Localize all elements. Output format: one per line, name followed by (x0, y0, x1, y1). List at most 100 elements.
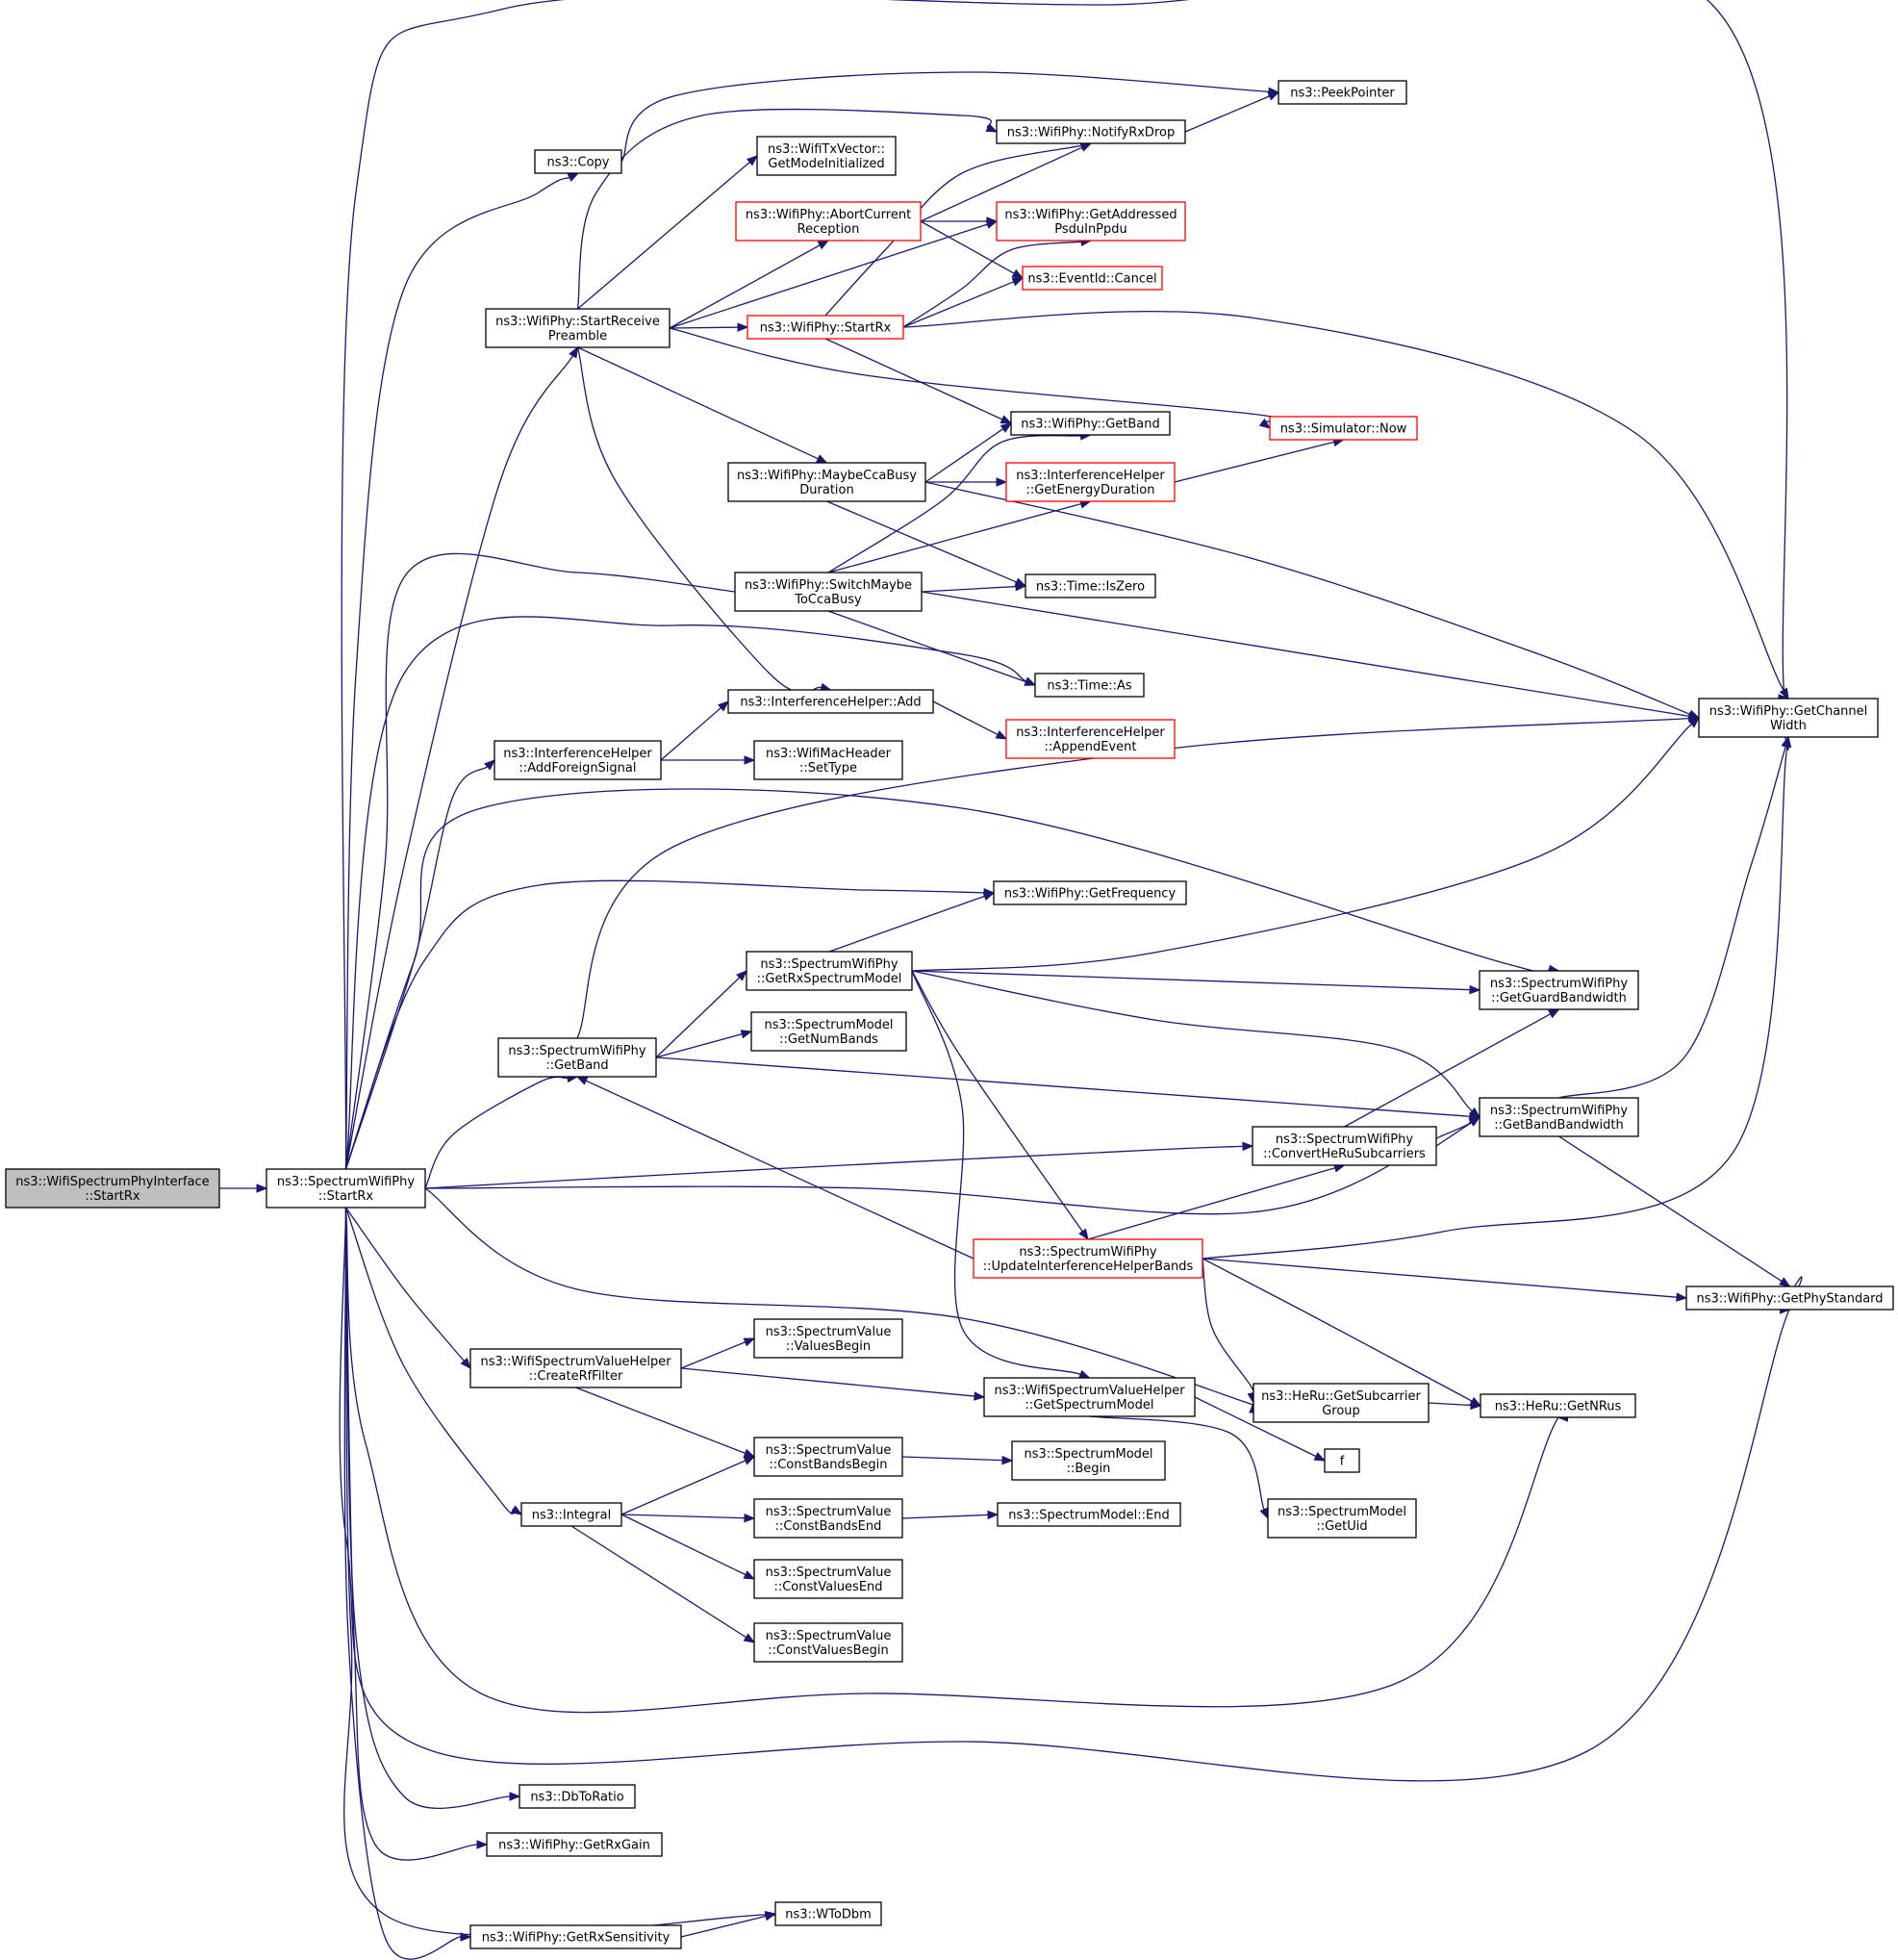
node-addforeign[interactable]: ns3::InterferenceHelper::AddForeignSigna… (493, 740, 662, 780)
node-peek[interactable]: ns3::PeekPointer (1278, 80, 1407, 105)
node-getfreq[interactable]: ns3::WifiPhy::GetFrequency (993, 880, 1187, 905)
node-energy[interactable]: ns3::InterferenceHelper::GetEnergyDurati… (1005, 462, 1176, 502)
node-phystd[interactable]: ns3::WifiPhy::GetPhyStandard (1685, 1285, 1894, 1311)
node-dbtoratio[interactable]: ns3::DbToRatio (519, 1784, 636, 1809)
node-getuid[interactable]: ns3::SpectrumModel::GetUid (1267, 1498, 1417, 1539)
edge-line (344, 1207, 511, 1810)
edge-getspecmodel-to-f (1194, 1396, 1327, 1462)
node-appendevent[interactable]: ns3::InterferenceHelper::AppendEvent (1005, 719, 1176, 759)
node-cbend[interactable]: ns3::SpectrumValue::ConstBandsEnd (753, 1498, 903, 1539)
node-bandbw[interactable]: ns3::SpectrumWifiPhy::GetBandBandwidth (1479, 1097, 1639, 1137)
node-root[interactable]: ns3::WifiSpectrumPhyInterface::StartRx (5, 1168, 220, 1209)
edge-rxsens-to-wtodbm (680, 1911, 777, 1938)
node-label: f (1340, 1455, 1345, 1469)
node-guardbw[interactable]: ns3::SpectrumWifiPhy::GetGuardBandwidth (1479, 970, 1639, 1010)
node-iszero[interactable]: ns3::Time::IsZero (1025, 573, 1156, 598)
node-cvend[interactable]: ns3::SpectrumValue::ConstValuesEnd (753, 1559, 903, 1599)
node-numbands[interactable]: ns3::SpectrumModel::GetNumBands (750, 1011, 907, 1052)
node-getspecmodel[interactable]: ns3::WifiSpectrumValueHelper::GetSpectru… (983, 1377, 1196, 1417)
node-createrf[interactable]: ns3::WifiSpectrumValueHelper::CreateRfFi… (469, 1348, 682, 1388)
edge-line (1087, 1167, 1336, 1240)
node-rxgain[interactable]: ns3::WifiPhy::GetRxGain (486, 1832, 663, 1857)
edge-line (911, 970, 1471, 991)
edge-line (901, 1514, 989, 1519)
edge-swp_getband-to-bandbw (655, 1056, 1481, 1121)
edge-line (669, 223, 988, 329)
node-label: ns3::SpectrumWifiPhy (1490, 977, 1628, 991)
edge-line (669, 326, 739, 329)
node-label: ns3::WifiPhy::GetAddressed (1004, 208, 1177, 222)
node-cancel[interactable]: ns3::EventId::Cancel (1022, 266, 1163, 291)
node-getrxspec[interactable]: ns3::SpectrumWifiPhy::GetRxSpectrumModel (746, 951, 913, 991)
edge-maybecca-to-wp_getband (924, 422, 1013, 483)
edge-line (660, 707, 721, 761)
edge-swp_startrx-to-converthe (424, 1141, 1254, 1189)
node-label: ::CreateRfFilter (529, 1369, 623, 1384)
node-label: ::StartRx (85, 1189, 140, 1204)
node-box (734, 572, 923, 612)
node-label: ::ConstBandsEnd (775, 1519, 882, 1534)
node-copy[interactable]: ns3::Copy (534, 149, 622, 174)
node-updateih[interactable]: ns3::SpectrumWifiPhy::UpdateInterference… (973, 1238, 1203, 1279)
node-f[interactable]: f (1324, 1448, 1360, 1473)
node-swp-startrx[interactable]: ns3::SpectrumWifiPhy::StartRx (266, 1168, 426, 1209)
node-label: PsduInPpdu (1054, 222, 1127, 237)
edge-line (669, 244, 821, 329)
edge-ihadd-to-appendevent (932, 700, 1008, 740)
node-box (753, 1498, 903, 1539)
edge-line (828, 895, 985, 953)
node-wtodbm[interactable]: ns3::WToDbm (774, 1901, 882, 1926)
node-label: ::GetSpectrumModel (1025, 1398, 1154, 1413)
node-box (1034, 673, 1145, 698)
node-box (485, 308, 671, 348)
node-label: ::GetBand (545, 1058, 608, 1073)
arrowhead (567, 172, 580, 182)
edge-line (424, 1145, 1244, 1189)
node-cbbegin[interactable]: ns3::SpectrumValue::ConstBandsBegin (753, 1437, 903, 1477)
node-label: ns3::SpectrumValue (766, 1325, 892, 1339)
node-label: Group (1322, 1404, 1360, 1418)
arrowhead (1469, 984, 1481, 995)
node-box (993, 880, 1187, 905)
node-getmodeinit[interactable]: ns3::WifiTxVector::GetModeInitialized (756, 136, 897, 176)
node-box (1005, 462, 1176, 502)
node-box (1025, 573, 1156, 598)
node-box (493, 740, 662, 780)
node-box (534, 149, 622, 174)
node-getnrus[interactable]: ns3::HeRu::GetNRus (1480, 1393, 1636, 1418)
node-smbegin[interactable]: ns3::SpectrumModel::Begin (1011, 1440, 1166, 1481)
node-settype[interactable]: ns3::WifiMacHeader::SetType (753, 740, 903, 780)
node-timeas[interactable]: ns3::Time::As (1034, 673, 1145, 698)
node-valuesbegin[interactable]: ns3::SpectrumValue::ValuesBegin (753, 1318, 903, 1359)
node-wp-getband[interactable]: ns3::WifiPhy::GetBand (1010, 411, 1171, 436)
edge-integral-to-cvend (620, 1514, 756, 1580)
node-swp-getband[interactable]: ns3::SpectrumWifiPhy::GetBand (497, 1037, 657, 1078)
edge-integral-to-cbbegin (620, 1456, 756, 1515)
node-cvbegin[interactable]: ns3::SpectrumValue::ConstValuesBegin (753, 1622, 903, 1663)
edge-swp_startrx-to-createrf (344, 1207, 471, 1370)
node-integral[interactable]: ns3::Integral (520, 1502, 622, 1527)
node-label: Preamble (548, 329, 607, 344)
edge-line (575, 1387, 746, 1454)
edge-line (341, 0, 1789, 1170)
node-ihadd[interactable]: ns3::InterferenceHelper::Add (727, 689, 934, 714)
node-notifyrxdrop[interactable]: ns3::WifiPhy::NotifyRxDrop (996, 119, 1186, 144)
node-label: ::AddForeignSignal (519, 761, 637, 776)
arrowhead (987, 1510, 1000, 1520)
edge-updateih-to-converthe (1087, 1163, 1346, 1240)
node-wp-startrx[interactable]: ns3::WifiPhy::StartRx (747, 315, 904, 340)
node-rxsens[interactable]: ns3::WifiPhy::GetRxSensitivity (469, 1924, 682, 1949)
node-smend[interactable]: ns3::SpectrumModel::End (997, 1502, 1181, 1527)
node-label: ::ConstBandsBegin (769, 1458, 887, 1472)
node-now[interactable]: ns3::Simulator::Now (1269, 416, 1418, 441)
node-converthe[interactable]: ns3::SpectrumWifiPhy::ConvertHeRuSubcarr… (1252, 1126, 1437, 1166)
edge-line (577, 346, 819, 460)
node-box (753, 740, 903, 780)
